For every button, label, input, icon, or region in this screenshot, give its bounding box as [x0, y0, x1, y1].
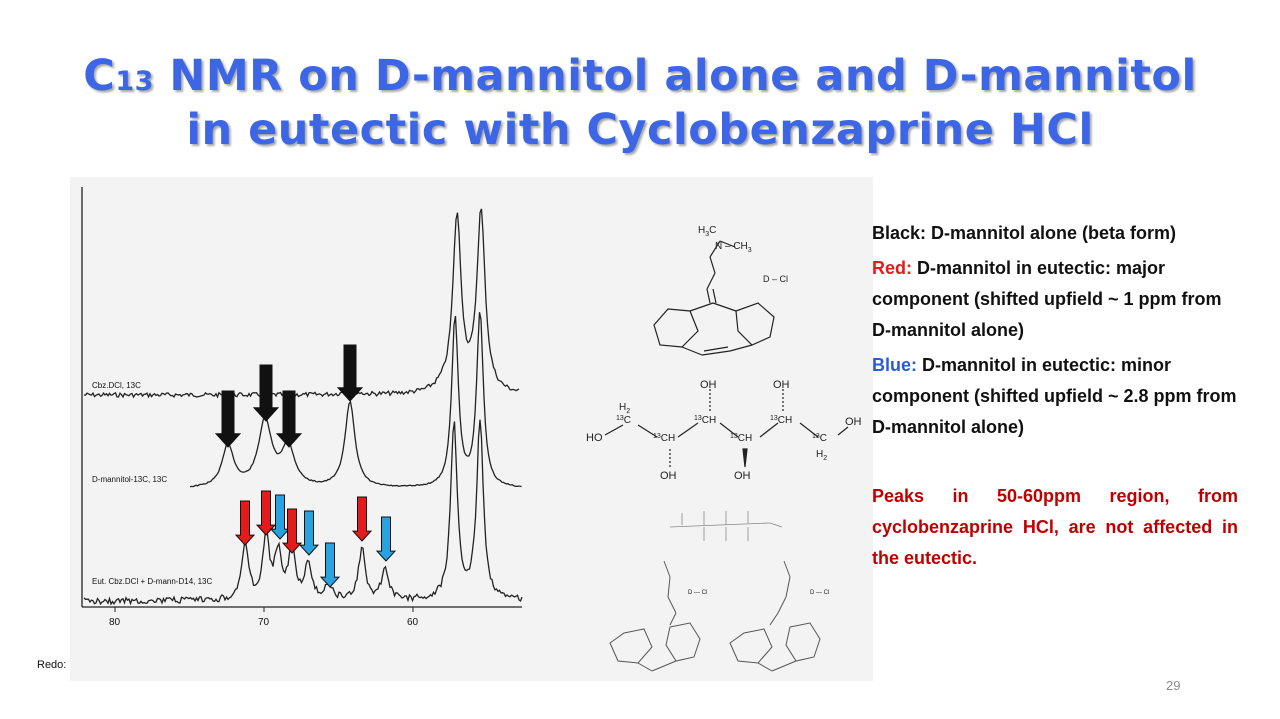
mannitol-oh-4: OH — [734, 470, 751, 482]
legend-red-text: D-mannitol in eutectic: major component … — [872, 258, 1222, 340]
blue-arrow — [375, 516, 397, 562]
title-subscript: 13 — [115, 66, 154, 97]
cbz-trace — [83, 208, 520, 399]
mannitol-oh-3: OH — [660, 470, 677, 482]
mannitol-c1: 13C — [616, 415, 631, 426]
mannitol-structure — [604, 389, 849, 468]
small-dcl-left: D — Cl — [688, 590, 707, 596]
legend-blue-key: Blue: — [872, 355, 917, 375]
eutectic-trace — [83, 419, 523, 606]
cbz-nme-label: N – CH3 — [715, 241, 752, 254]
legend-black-text: D-mannitol alone (beta form) — [926, 223, 1177, 243]
cyclobenzaprine-structure-top — [653, 240, 775, 356]
red-arrow — [281, 508, 303, 554]
footnote: Redo: — [37, 659, 67, 671]
mannitol-ho: HO — [586, 432, 603, 444]
red-arrow — [234, 500, 256, 546]
cbz-methyl-label: H3C — [698, 225, 716, 238]
red-arrow — [351, 496, 373, 542]
legend-blue: Blue: D-mannitol in eutectic: minor comp… — [872, 350, 1238, 443]
cyclobenzaprine-structure-left — [609, 560, 701, 672]
nmr-figure: Cbz.DCl, 13C D-mannitol-13C, 13C Eut. Cb… — [70, 177, 873, 681]
mannitol-oh-2: OH — [773, 379, 790, 391]
title-line-1: C13 NMR on D-mannitol alone and D-mannit… — [0, 52, 1280, 106]
black-arrows — [214, 344, 364, 448]
legend-red-key: Red: — [872, 258, 912, 278]
legend-note: Peaks in 50-60ppm region, from cyclobenz… — [872, 486, 1238, 568]
eutectic-arrows — [234, 490, 397, 588]
black-arrow — [275, 390, 303, 448]
mannitol-h2-bottom: H2 — [816, 449, 827, 462]
blue-arrow — [269, 494, 291, 540]
blue-arrow — [319, 542, 341, 588]
title-line-1-rest: NMR on D-mannitol alone and D-mannitol — [153, 51, 1197, 101]
ppm-tick-label: 60 — [407, 617, 419, 628]
legend-blue-text: D-mannitol in eutectic: minor component … — [872, 355, 1237, 437]
ppm-axis-ticks: 80 70 60 — [109, 607, 419, 628]
small-dcl-right: D — Cl — [810, 590, 829, 596]
legend-red: Red: D-mannitol in eutectic: major compo… — [872, 253, 1238, 346]
ppm-tick-label: 70 — [258, 617, 270, 628]
mannitol-oh-1: OH — [700, 379, 717, 391]
trace-label-cbz: Cbz.DCl, 13C — [92, 381, 141, 390]
black-arrow — [214, 390, 242, 448]
mannitol-oh-end: OH — [845, 416, 862, 428]
ppm-tick-label: 80 — [109, 617, 121, 628]
mannitol-ch4: 13CH — [730, 433, 752, 444]
page-number: 29 — [1166, 678, 1181, 693]
mannitol-trace — [189, 312, 522, 488]
title-c: C — [83, 51, 116, 101]
mannitol-c6: 13C — [812, 433, 827, 444]
cbz-dcl-label: D – Cl — [763, 274, 788, 284]
nmr-figure-svg: Cbz.DCl, 13C D-mannitol-13C, 13C Eut. Cb… — [81, 187, 862, 672]
legend-text: Black: D-mannitol alone (beta form) Red:… — [872, 218, 1238, 578]
title-line-2: in eutectic with Cyclobenzaprine HCl — [186, 105, 1094, 155]
legend-black-key: Black: — [872, 223, 927, 243]
red-arrow — [255, 490, 277, 536]
trace-label-mannitol: D-mannitol-13C, 13C — [92, 475, 167, 484]
slide-title: C13 NMR on D-mannitol alone and D-mannit… — [0, 52, 1280, 154]
mannitol-ch2: 13CH — [653, 433, 675, 444]
blue-arrow — [298, 510, 320, 556]
cyclobenzaprine-structure-right — [729, 560, 821, 672]
deuterated-mannitol-structure — [669, 511, 783, 541]
black-arrow — [336, 344, 364, 402]
legend-black: Black: D-mannitol alone (beta form) — [872, 218, 1238, 249]
mannitol-ch3: 13CH — [694, 415, 716, 426]
trace-label-eutectic: Eut. Cbz.DCl + D-mann-D14, 13C — [92, 577, 212, 586]
mannitol-h2-top: H2 — [619, 402, 630, 415]
mannitol-ch5: 13CH — [770, 415, 792, 426]
black-arrow — [252, 364, 280, 422]
